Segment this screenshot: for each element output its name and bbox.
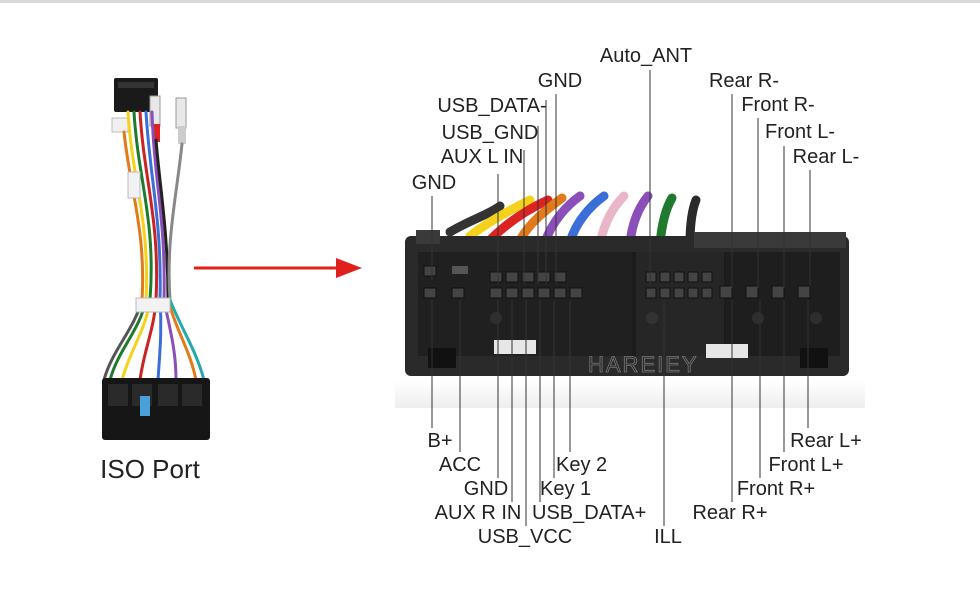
label-ill: ILL	[654, 526, 682, 548]
label-usb-gnd: USB_GND	[442, 122, 539, 144]
label-usb-data-minus: USB_DATA-	[437, 95, 546, 117]
top-labels: Auto_ANT GND USB_DATA- USB_GND AUX L IN …	[412, 45, 860, 288]
top-divider	[0, 0, 980, 3]
label-front-l-minus: Front L-	[765, 121, 835, 143]
connector-image	[395, 191, 865, 408]
label-front-r-plus: Front R+	[737, 478, 815, 500]
label-usb-data-plus: USB_DATA+	[532, 502, 646, 524]
label-b-plus: B+	[427, 430, 452, 452]
label-front-l-plus: Front L+	[768, 454, 843, 476]
label-auto-ant: Auto_ANT	[600, 45, 692, 67]
label-rear-l-plus: Rear L+	[790, 430, 862, 452]
bottom-labels: B+ ACC GND AUX R IN USB_VCC Key 2 Key 1 …	[427, 300, 862, 548]
label-aux-l-in: AUX L IN	[441, 146, 524, 168]
iso-port-caption: ISO Port	[100, 454, 200, 484]
label-gnd-left: GND	[412, 172, 456, 194]
label-gnd-bottom: GND	[464, 478, 508, 500]
label-key-2: Key 2	[556, 454, 607, 476]
watermark-text: HAREIEY	[588, 352, 699, 377]
label-usb-vcc: USB_VCC	[478, 526, 572, 548]
label-aux-r-in: AUX R IN	[435, 502, 522, 524]
label-key-1: Key 1	[540, 478, 591, 500]
label-front-r-minus: Front R-	[741, 94, 814, 116]
label-rear-r-plus: Rear R+	[692, 502, 767, 524]
iso-harness-image	[102, 78, 210, 440]
label-acc: ACC	[439, 454, 481, 476]
label-gnd-top: GND	[538, 70, 582, 92]
label-rear-l-minus: Rear L-	[793, 146, 860, 168]
label-rear-r-minus: Rear R-	[709, 70, 779, 92]
arrow-right-icon	[194, 258, 362, 278]
